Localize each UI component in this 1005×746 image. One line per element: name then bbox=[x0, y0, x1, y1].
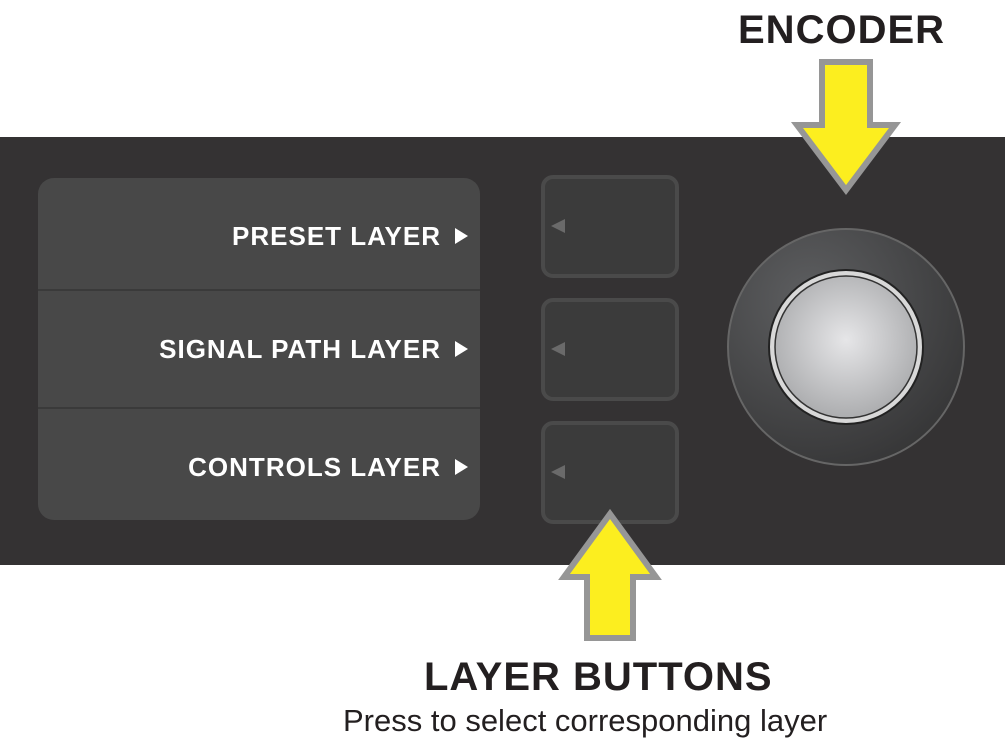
left-triangle-icon bbox=[551, 342, 565, 356]
menu-row-signal-path-layer[interactable]: SIGNAL PATH LAYER bbox=[38, 291, 480, 407]
left-triangle-icon bbox=[551, 219, 565, 233]
layer-button-2[interactable] bbox=[541, 298, 679, 401]
down-arrow-icon bbox=[790, 59, 902, 195]
right-triangle-icon bbox=[455, 228, 468, 244]
right-triangle-icon bbox=[455, 459, 468, 475]
layer-button-1[interactable] bbox=[541, 175, 679, 278]
divider bbox=[38, 407, 480, 409]
up-arrow-icon bbox=[558, 508, 662, 641]
encoder-title: ENCODER bbox=[738, 8, 946, 52]
menu-row-controls-layer[interactable]: CONTROLS LAYER bbox=[38, 409, 480, 520]
menu-row-label: SIGNAL PATH LAYER bbox=[159, 333, 441, 364]
divider bbox=[38, 289, 480, 291]
menu-row-label: PRESET LAYER bbox=[232, 220, 441, 251]
encoder-knob[interactable] bbox=[727, 228, 965, 466]
right-triangle-icon bbox=[455, 341, 468, 357]
menu-row-preset-layer[interactable]: PRESET LAYER bbox=[38, 178, 480, 294]
left-triangle-icon bbox=[551, 465, 565, 479]
layer-buttons-title: LAYER BUTTONS bbox=[424, 655, 773, 699]
display-screen: PRESET LAYER SIGNAL PATH LAYER CONTROLS … bbox=[38, 178, 480, 520]
menu-row-label: CONTROLS LAYER bbox=[188, 451, 441, 482]
layer-buttons-description: Press to select corresponding layer bbox=[343, 703, 828, 738]
